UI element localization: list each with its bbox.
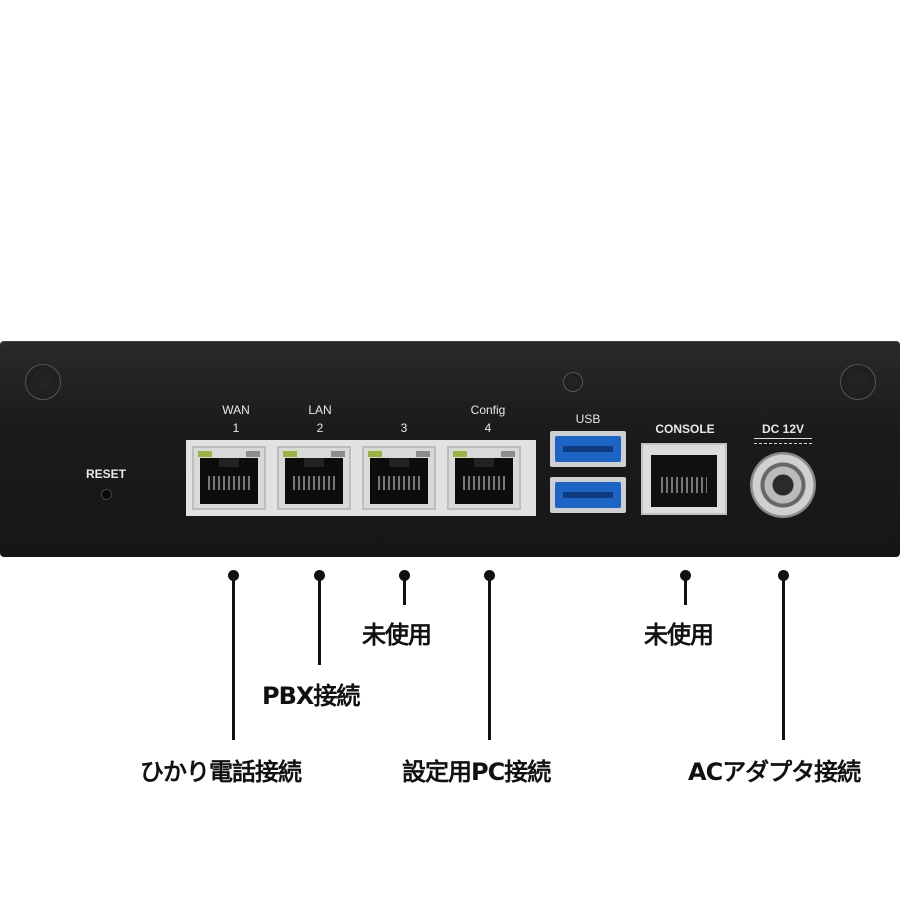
dc-polarity-mark [754, 438, 812, 444]
ethernet-port-3[interactable] [362, 446, 436, 510]
callout-config-pc: 設定用PC接続 [402, 758, 551, 786]
callout-console-unused: 未使用 [644, 621, 714, 649]
port1-number-label: 1 [232, 421, 240, 435]
port4-number-label: 4 [484, 421, 492, 435]
port2-number-label: 2 [316, 421, 324, 435]
console-port[interactable] [641, 443, 727, 515]
dc-label: DC 12V [761, 422, 805, 436]
port4-name-label: Config [470, 403, 506, 417]
port2-name-label: LAN [308, 403, 332, 417]
lan-leader-line [318, 575, 321, 665]
usb-port-top[interactable] [550, 431, 626, 467]
dc-power-jack[interactable] [750, 452, 816, 518]
port3-leader-line [403, 575, 406, 605]
callout-dc-adapter: ACアダプタ接続 [688, 758, 861, 786]
dc-leader-line [782, 575, 785, 740]
config-leader-line [488, 575, 491, 740]
screw-center [563, 372, 583, 392]
wan-leader-line [232, 575, 235, 740]
ethernet-port-4[interactable] [447, 446, 521, 510]
callout-port3-unused: 未使用 [362, 621, 432, 649]
usb-label: USB [575, 412, 601, 426]
port1-name-label: WAN [222, 403, 250, 417]
screw-left [25, 364, 61, 400]
ethernet-port-1[interactable] [192, 446, 266, 510]
callout-wan-hikari: ひかり電話接続 [140, 758, 302, 786]
usb-port-bottom[interactable] [550, 477, 626, 513]
reset-button[interactable] [101, 489, 112, 500]
callout-lan-pbx: PBX接続 [262, 682, 360, 710]
reset-label: RESET [85, 467, 126, 481]
console-leader-line [684, 575, 687, 605]
console-label: CONSOLE [655, 422, 715, 436]
ethernet-port-2[interactable] [277, 446, 351, 510]
port3-number-label: 3 [400, 421, 408, 435]
screw-right [840, 364, 876, 400]
